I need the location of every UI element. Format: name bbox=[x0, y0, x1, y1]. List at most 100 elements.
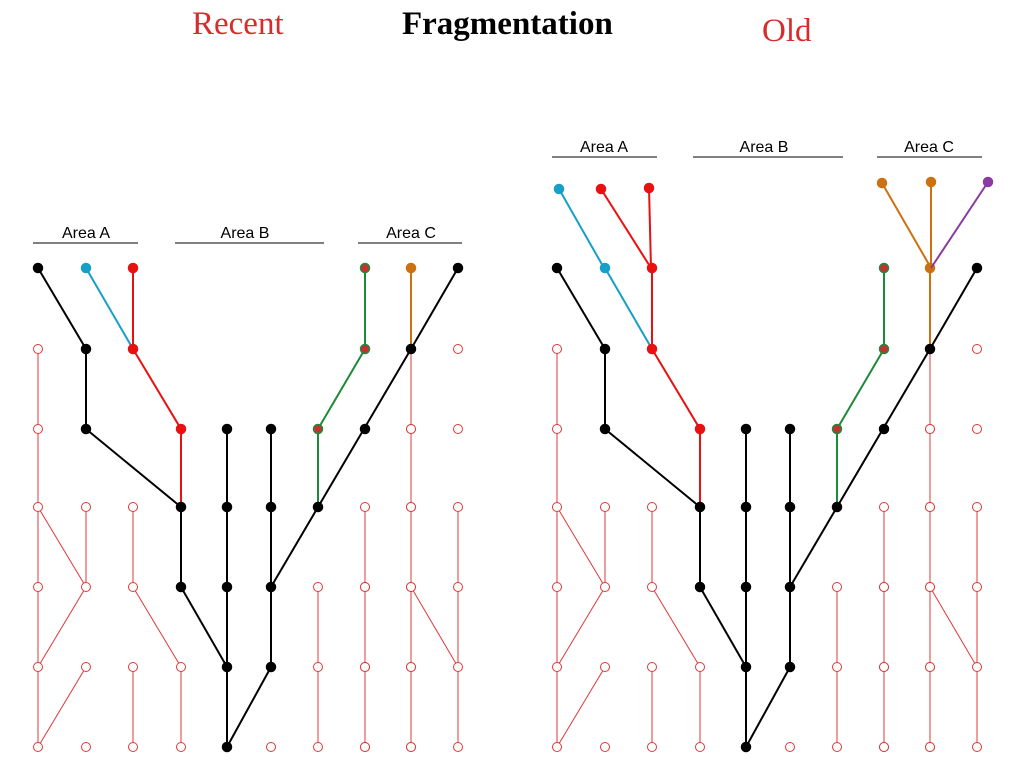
orange-old-link bbox=[881, 182, 932, 269]
black-node bbox=[175, 581, 187, 593]
ghost-node bbox=[600, 502, 610, 512]
ghost-node bbox=[832, 582, 842, 592]
ghost-node bbox=[552, 662, 562, 672]
ghost-node bbox=[81, 662, 91, 672]
black-node bbox=[784, 581, 796, 593]
recent-panel: Area A Area B Area C bbox=[32, 225, 464, 753]
black-node bbox=[971, 262, 983, 274]
ghost-node bbox=[552, 502, 562, 512]
ghost-node bbox=[972, 742, 982, 752]
ghost-node bbox=[453, 344, 463, 354]
ghost-node bbox=[313, 742, 323, 752]
black-node bbox=[694, 581, 706, 593]
black-link bbox=[226, 666, 272, 748]
ghost-node bbox=[313, 662, 323, 672]
area-c-label: Area C bbox=[904, 139, 954, 156]
black-link bbox=[789, 348, 931, 588]
ghost-node bbox=[925, 742, 935, 752]
ghost-node bbox=[552, 742, 562, 752]
ghost-node bbox=[600, 582, 610, 592]
old-panel: Area A Area B Area C bbox=[551, 139, 994, 753]
ghost-node bbox=[647, 582, 657, 592]
ghost-node bbox=[647, 662, 657, 672]
ghost-node bbox=[33, 502, 43, 512]
black-link bbox=[745, 666, 791, 748]
ghost-node bbox=[406, 582, 416, 592]
black-node bbox=[80, 343, 92, 355]
ghost-node bbox=[360, 662, 370, 672]
black-node bbox=[265, 423, 277, 435]
black-link bbox=[85, 428, 182, 508]
black-node bbox=[784, 661, 796, 673]
red-node bbox=[127, 343, 139, 355]
ghost-node bbox=[81, 502, 91, 512]
ghost-node bbox=[453, 662, 463, 672]
ghost-link bbox=[929, 586, 978, 668]
black-node bbox=[924, 343, 936, 355]
red-old-link bbox=[600, 188, 652, 269]
ghost-node bbox=[972, 424, 982, 434]
red-link bbox=[651, 348, 701, 430]
green-node bbox=[359, 262, 371, 274]
black-link bbox=[699, 586, 747, 668]
black-node bbox=[740, 661, 752, 673]
black-node bbox=[175, 501, 187, 513]
black-link bbox=[410, 267, 459, 350]
ghost-node bbox=[552, 424, 562, 434]
ghost-link bbox=[410, 586, 459, 668]
ghost-node bbox=[879, 582, 889, 592]
ghost-node bbox=[552, 344, 562, 354]
orange-old-node bbox=[925, 176, 937, 188]
black-node bbox=[740, 501, 752, 513]
black-node bbox=[740, 741, 752, 753]
ghost-node bbox=[176, 662, 186, 672]
ghost-link bbox=[651, 586, 701, 668]
black-node bbox=[694, 501, 706, 513]
orange-old-node bbox=[876, 177, 888, 189]
ghost-node bbox=[266, 742, 276, 752]
green-link bbox=[836, 348, 885, 430]
black-node bbox=[599, 423, 611, 435]
black-node bbox=[878, 423, 890, 435]
ghost-node bbox=[176, 742, 186, 752]
recent-title: Recent bbox=[192, 6, 284, 42]
ghost-node bbox=[81, 742, 91, 752]
ghost-node bbox=[33, 582, 43, 592]
ghost-node bbox=[879, 742, 889, 752]
ghost-node bbox=[453, 424, 463, 434]
ghost-node bbox=[453, 502, 463, 512]
black-link bbox=[604, 428, 701, 508]
ghost-node bbox=[972, 344, 982, 354]
green-node bbox=[878, 343, 890, 355]
ghost-node bbox=[695, 742, 705, 752]
purple-old-link bbox=[930, 181, 989, 269]
ghost-node bbox=[313, 582, 323, 592]
ghost-node bbox=[785, 742, 795, 752]
green-node bbox=[831, 423, 843, 435]
ghost-link bbox=[556, 506, 606, 588]
ghost-link bbox=[37, 666, 87, 748]
ghost-node bbox=[360, 582, 370, 592]
ghost-node bbox=[128, 582, 138, 592]
black-node bbox=[32, 262, 44, 274]
red-node bbox=[175, 423, 187, 435]
ghost-node bbox=[879, 662, 889, 672]
ghost-node bbox=[647, 742, 657, 752]
ghost-node bbox=[972, 582, 982, 592]
black-node bbox=[405, 343, 417, 355]
ghost-node bbox=[360, 502, 370, 512]
green-node bbox=[312, 423, 324, 435]
ghost-node bbox=[925, 582, 935, 592]
black-node bbox=[452, 262, 464, 274]
black-node bbox=[80, 423, 92, 435]
ghost-node bbox=[600, 742, 610, 752]
ghost-node bbox=[128, 662, 138, 672]
area-a-label: Area A bbox=[62, 225, 110, 242]
ghost-node bbox=[33, 742, 43, 752]
black-node bbox=[740, 423, 752, 435]
black-node bbox=[551, 262, 563, 274]
black-node bbox=[831, 501, 843, 513]
black-node bbox=[265, 501, 277, 513]
area-a-label: Area A bbox=[580, 139, 628, 156]
